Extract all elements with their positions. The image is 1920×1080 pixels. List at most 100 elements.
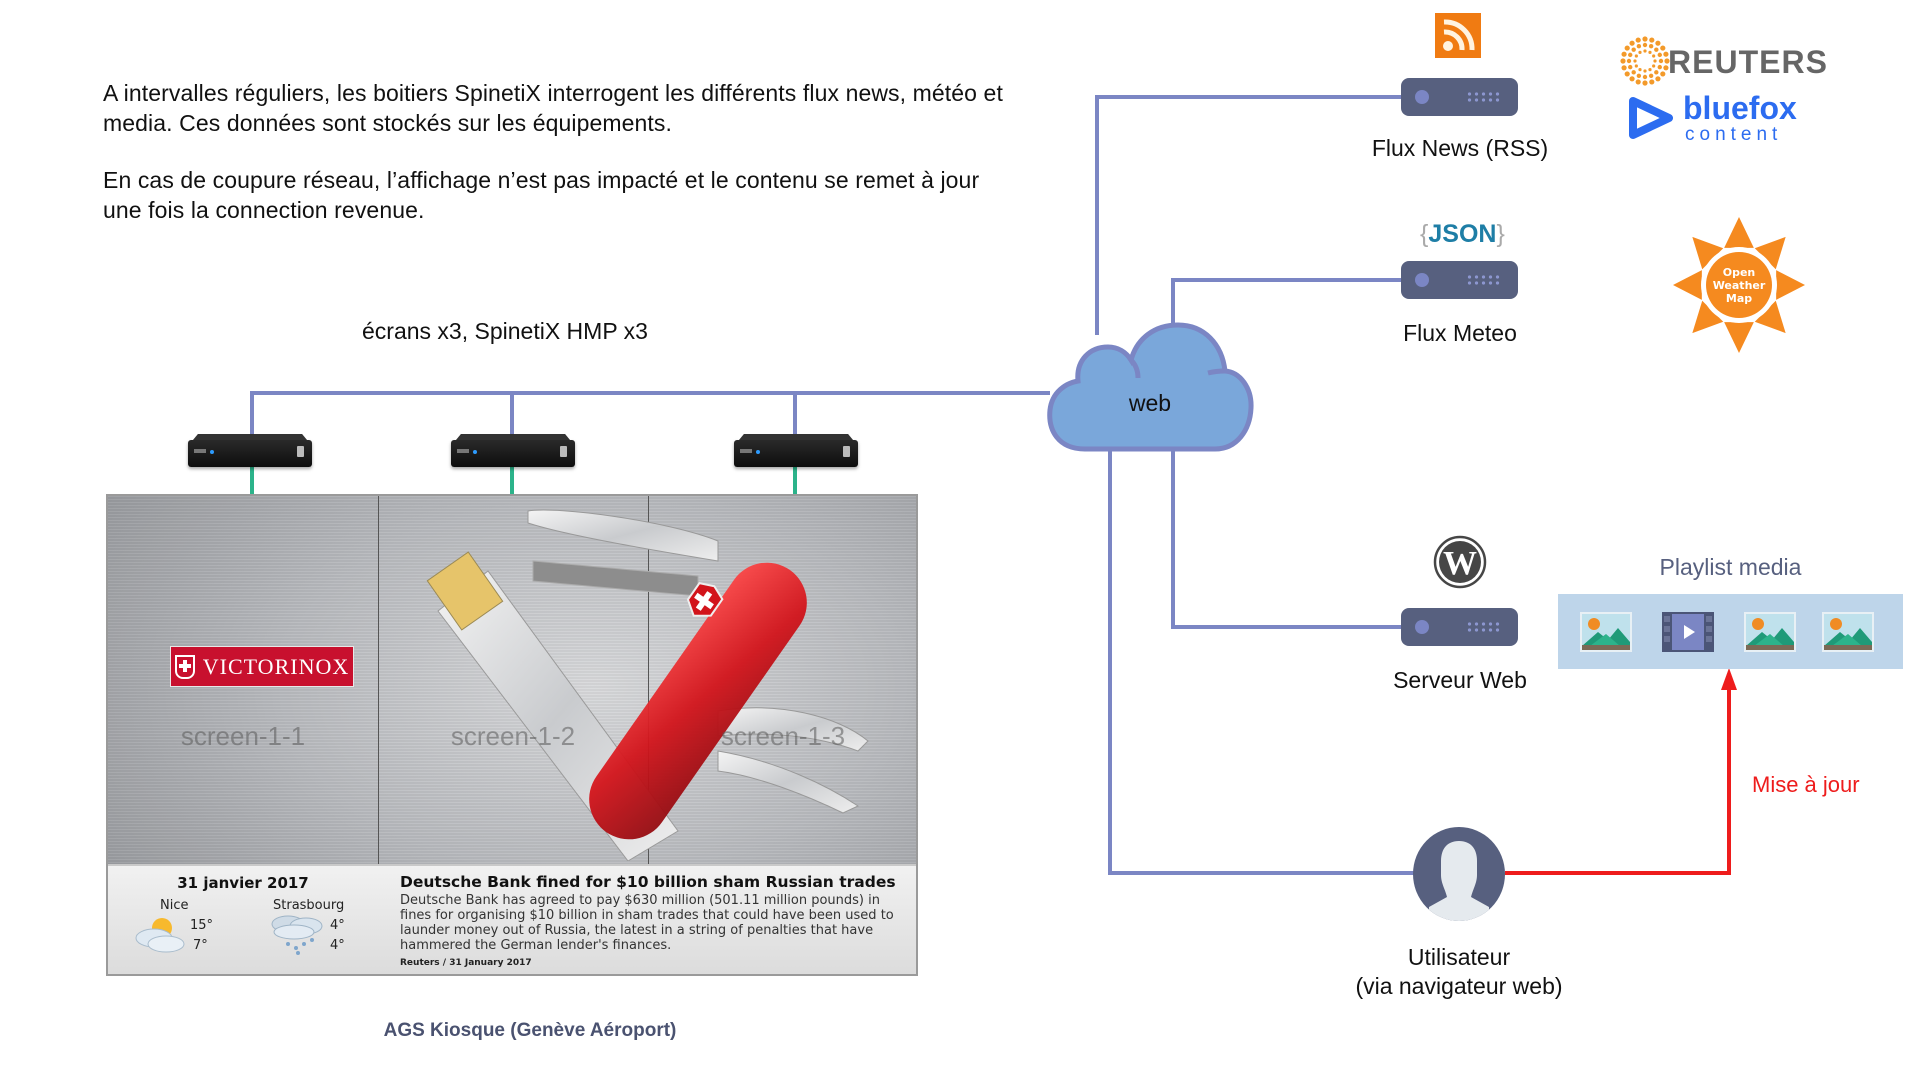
- sun-ray: [1673, 270, 1702, 300]
- intro-paragraph-2: En cas de coupure réseau, l’affichage n’…: [103, 167, 980, 223]
- screen-wall: VICTORINOX screen-1-1 screen-1-2 screen-…: [106, 494, 918, 976]
- strasbourg-low: 4°: [330, 938, 345, 953]
- reuters-dot: [1643, 69, 1647, 73]
- reuters-dot: [1621, 65, 1627, 71]
- reuters-dot: [1624, 45, 1630, 51]
- bluefox-play-icon: [1629, 97, 1673, 139]
- image-thumbnail-icon[interactable]: [1822, 612, 1874, 652]
- reuters-dot: [1633, 59, 1637, 63]
- reuters-dot: [1653, 59, 1657, 63]
- image-thumbnail-icon[interactable]: [1580, 612, 1632, 652]
- kiosk-caption: AGS Kiosque (Genève Aéroport): [383, 1020, 677, 1041]
- rss-icon: [1435, 13, 1481, 58]
- victorinox-logo: VICTORINOX: [170, 646, 354, 687]
- swiss-shield-icon: [174, 654, 195, 679]
- intro-text: A intervalles réguliers, les boitiers Sp…: [103, 78, 1003, 225]
- bluefox-logo-sub: content: [1685, 124, 1783, 145]
- reuters-dot: [1660, 71, 1666, 77]
- reuters-dot: [1642, 36, 1648, 42]
- reuters-dot: [1652, 54, 1656, 58]
- reuters-logo: REUTERS: [1668, 44, 1828, 80]
- label-serveur-web: Serveur Web: [1393, 667, 1527, 693]
- reuters-dot: [1655, 40, 1661, 46]
- reuters-dot: [1629, 40, 1635, 46]
- sun-ray: [1692, 300, 1724, 334]
- wire-webserver: [1171, 445, 1403, 629]
- rain-icon: [271, 915, 323, 955]
- cloud-icon: [1047, 322, 1254, 452]
- reuters-dot: [1654, 47, 1659, 52]
- sun-ray: [1724, 322, 1754, 353]
- server-web: [1401, 608, 1518, 646]
- weather-date: 31 janvier 2017: [177, 874, 309, 892]
- reuters-dot: [1648, 44, 1654, 49]
- reuters-dot: [1652, 64, 1656, 68]
- reuters-dot: [1654, 70, 1659, 75]
- reuters-dot: [1643, 49, 1647, 53]
- reuters-dot: [1657, 52, 1662, 58]
- reuters-dots-icon: [1620, 36, 1670, 86]
- reuters-dot: [1649, 79, 1655, 85]
- news-title: Deutsche Bank fined for $10 billion sham…: [400, 873, 896, 891]
- news-body: Deutsche Bank has agreed to pay $630 mil…: [400, 893, 894, 953]
- sun-ray: [1776, 270, 1805, 300]
- reuters-dot: [1628, 64, 1633, 70]
- reuters-dot: [1648, 73, 1654, 78]
- spinetix-hmp-2: [451, 434, 575, 467]
- victorinox-wordmark: VICTORINOX: [202, 653, 350, 679]
- spinetix-hmp-1: [188, 434, 312, 467]
- reuters-dot: [1620, 58, 1626, 64]
- city-nice: Nice: [160, 898, 189, 913]
- reuters-dot: [1638, 50, 1642, 54]
- bluefox-logo: bluefox: [1683, 90, 1797, 126]
- reuters-dot: [1642, 42, 1648, 48]
- reuters-dot: [1634, 64, 1638, 68]
- reuters-dot: [1658, 58, 1664, 64]
- reuters-dot: [1634, 54, 1638, 58]
- reuters-dot: [1628, 52, 1633, 58]
- reuters-dot: [1638, 68, 1642, 72]
- info-strip: 31 janvier 2017 Nice Strasbourg 15° 7° 4…: [108, 864, 916, 974]
- reuters-dot: [1657, 64, 1662, 70]
- reuters-dot: [1631, 70, 1636, 75]
- label-flux-meteo: Flux Meteo: [1403, 320, 1517, 346]
- screen-divider: [378, 496, 379, 974]
- reuters-dot: [1621, 51, 1627, 57]
- nice-low: 7°: [193, 938, 208, 953]
- update-label: Mise à jour: [1752, 772, 1860, 797]
- reuters-dot: [1631, 47, 1636, 52]
- reuters-dot: [1636, 44, 1642, 49]
- reuters-dot: [1635, 79, 1641, 85]
- reuters-dot: [1649, 37, 1655, 43]
- owm-text-1: Open: [1723, 266, 1756, 279]
- user-label-2: (via navigateur web): [1355, 973, 1563, 999]
- devices-label: écrans x3, SpinetiX HMP x3: [362, 318, 648, 344]
- reuters-dot: [1648, 68, 1652, 72]
- owm-text-3: Map: [1726, 292, 1752, 305]
- intro-paragraph-1: A intervalles réguliers, les boitiers Sp…: [103, 80, 1003, 136]
- owm-text-2: Weather: [1713, 279, 1766, 292]
- server-meteo: [1401, 261, 1518, 299]
- reuters-dot: [1642, 74, 1648, 80]
- wire-screens-bus: [250, 391, 1050, 437]
- playlist-media: [1558, 594, 1903, 669]
- reuters-dot: [1642, 80, 1648, 86]
- knife-illustration: [426, 509, 869, 861]
- sun-ray: [1724, 217, 1754, 248]
- cloud-label: web: [1128, 390, 1172, 416]
- wire-news: [1095, 95, 1403, 335]
- video-thumbnail-icon[interactable]: [1662, 612, 1714, 652]
- reuters-dot: [1663, 65, 1669, 71]
- wire-user: [1108, 445, 1415, 875]
- reuters-dot: [1655, 76, 1661, 82]
- strasbourg-high: 4°: [330, 918, 345, 933]
- image-thumbnail-icon[interactable]: [1744, 612, 1796, 652]
- update-arrow: [1505, 668, 1737, 875]
- playlist-title: Playlist media: [1659, 554, 1802, 580]
- sun-ray: [1692, 236, 1724, 270]
- screen-name-3: screen-1-3: [720, 721, 846, 751]
- reuters-dot: [1629, 76, 1635, 82]
- json-icon: {JSON}: [1420, 220, 1505, 248]
- partly-cloudy-icon: [135, 918, 185, 953]
